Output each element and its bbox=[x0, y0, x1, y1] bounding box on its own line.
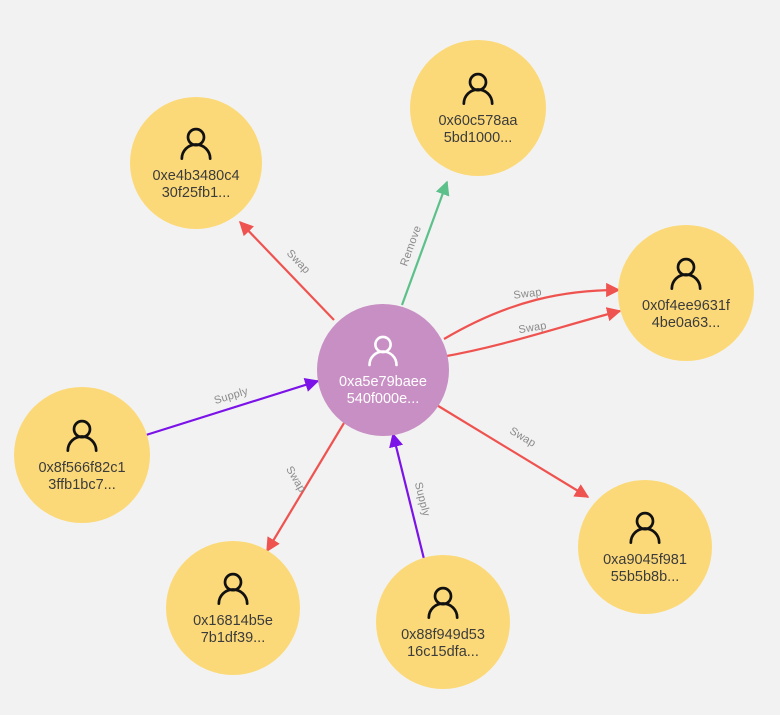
edge-label: Supply bbox=[412, 481, 432, 518]
graph-edge-swap[interactable] bbox=[266, 422, 345, 553]
person-icon bbox=[180, 127, 212, 160]
person-icon bbox=[217, 572, 249, 605]
graph-node-node-88f949d53[interactable]: 0x88f949d53 16c15dfa... bbox=[376, 555, 510, 689]
person-icon bbox=[427, 586, 459, 619]
graph-node-node-e4b3480c4[interactable]: 0xe4b3480c4 30f25fb1... bbox=[130, 97, 262, 229]
edge-label: Swap bbox=[283, 464, 308, 494]
node-address-label: 0x16814b5e 7b1df39... bbox=[193, 612, 273, 646]
graph-edge-supply[interactable] bbox=[145, 378, 320, 437]
node-address-label: 0x88f949d53 16c15dfa... bbox=[401, 626, 485, 660]
graph-node-node-0f4ee9631f[interactable]: 0x0f4ee9631f 4be0a63... bbox=[618, 225, 754, 361]
graph-node-center[interactable]: 0xa5e79baee 540f000e... bbox=[317, 304, 449, 436]
node-address-label: 0xa9045f981 55b5b8b... bbox=[603, 551, 687, 585]
edge-label: Swap bbox=[513, 286, 543, 301]
node-address-label: 0x60c578aa 5bd1000... bbox=[438, 112, 518, 146]
graph-edge-swap[interactable] bbox=[239, 220, 335, 321]
graph-node-node-16814b5e[interactable]: 0x16814b5e 7b1df39... bbox=[166, 541, 300, 675]
graph-edge-swap[interactable] bbox=[440, 307, 622, 359]
node-address-label: 0x8f566f82c1 3ffb1bc7... bbox=[38, 459, 126, 493]
edges-group bbox=[145, 180, 622, 560]
person-icon bbox=[462, 72, 494, 105]
graph-edge-remove[interactable] bbox=[400, 180, 450, 306]
node-address-label: 0x0f4ee9631f 4be0a63... bbox=[642, 297, 730, 331]
person-icon bbox=[66, 419, 98, 452]
graph-node-node-8f566f82c1[interactable]: 0x8f566f82c1 3ffb1bc7... bbox=[14, 387, 150, 523]
person-icon bbox=[629, 511, 661, 544]
graph-node-node-a9045f981[interactable]: 0xa9045f981 55b5b8b... bbox=[578, 480, 712, 614]
edge-label: Swap bbox=[507, 425, 537, 450]
person-icon bbox=[368, 335, 398, 367]
node-address-label: 0xe4b3480c4 30f25fb1... bbox=[152, 167, 240, 201]
person-icon bbox=[670, 257, 702, 290]
graph-edge-supply[interactable] bbox=[389, 432, 426, 560]
graph-edge-swap[interactable] bbox=[443, 282, 621, 340]
edge-label: Remove bbox=[398, 224, 424, 268]
graph-node-node-60c578aa[interactable]: 0x60c578aa 5bd1000... bbox=[410, 40, 546, 176]
graph-edge-swap[interactable] bbox=[434, 403, 590, 498]
edge-label: Swap bbox=[518, 320, 548, 336]
node-address-label: 0xa5e79baee 540f000e... bbox=[339, 373, 427, 407]
